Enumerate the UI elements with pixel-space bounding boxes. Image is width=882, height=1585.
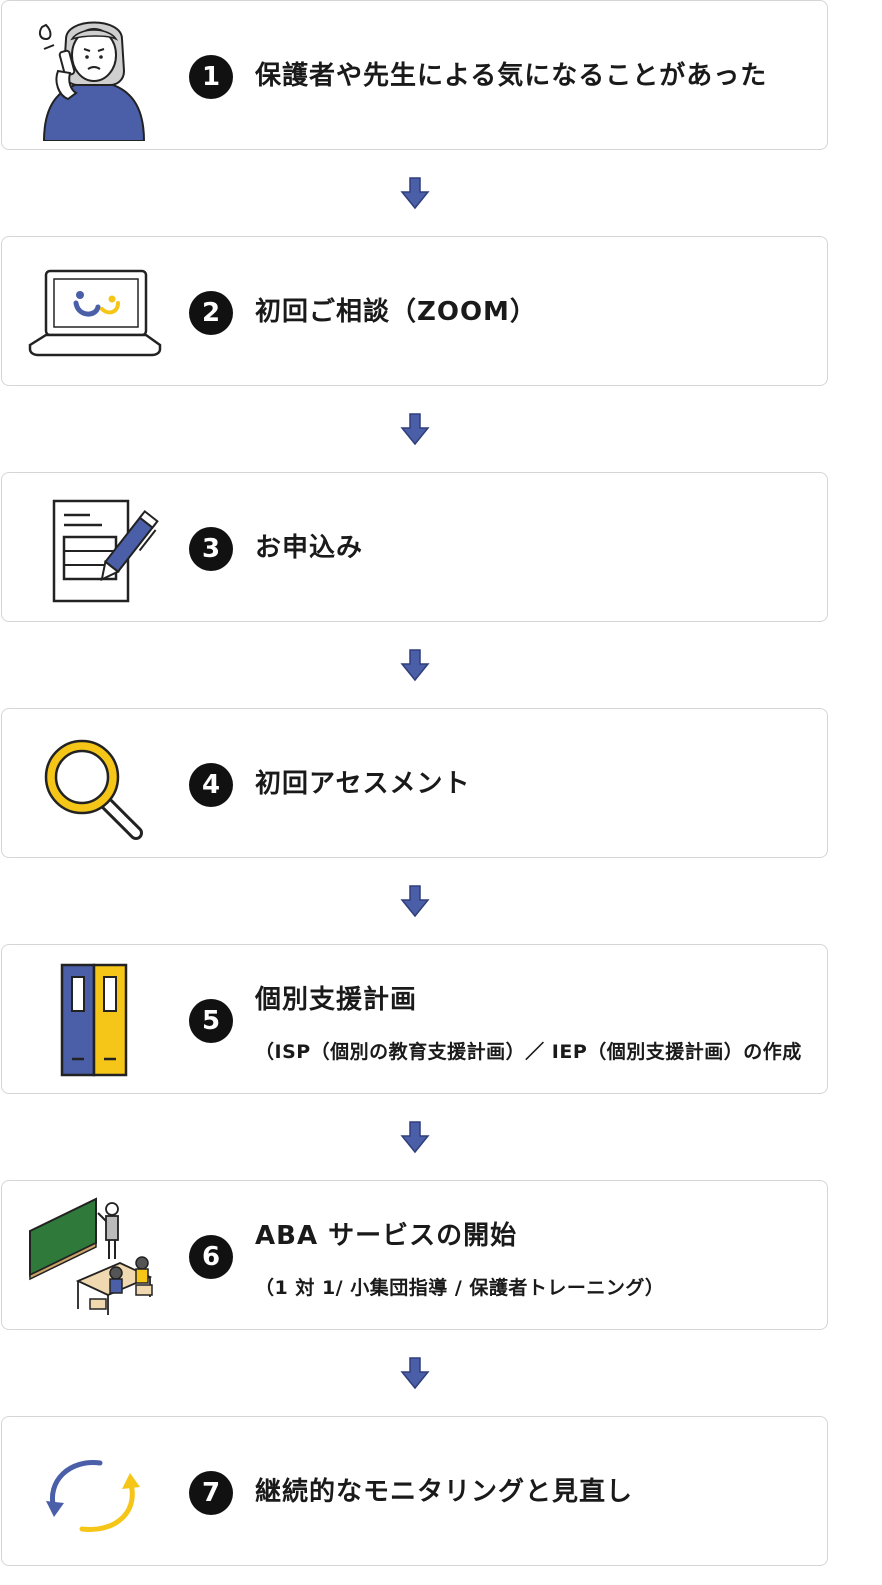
- step-number-badge: 4: [189, 763, 233, 807]
- down-arrow-icon: [400, 176, 430, 210]
- step-title: ABA サービスの開始: [255, 1221, 518, 1251]
- worried-parent-phone-icon: [24, 9, 164, 141]
- step-card-6: 6 ABA サービスの開始 （1 対 1/ 小集団指導 / 保護者トレーニング）: [1, 1180, 828, 1330]
- down-arrow-icon: [400, 412, 430, 446]
- step-subtitle: （1 対 1/ 小集団指導 / 保護者トレーニング）: [255, 1277, 665, 1299]
- step-card-5: 5 個別支援計画 （ISP（個別の教育支援計画）／ IEP（個別支援計画）の作成: [1, 944, 828, 1094]
- application-form-pen-icon: [24, 481, 164, 613]
- step-number-badge: 2: [189, 291, 233, 335]
- step-number-badge: 7: [189, 1471, 233, 1515]
- laptop-zoom-icon: [24, 245, 164, 377]
- down-arrow-icon: [400, 1120, 430, 1154]
- step-title: 初回ご相談（ZOOM）: [255, 297, 537, 327]
- step-title: お申込み: [255, 533, 364, 563]
- cycle-arrows-icon: [24, 1425, 164, 1557]
- step-subtitle: （ISP（個別の教育支援計画）／ IEP（個別支援計画）の作成: [255, 1041, 802, 1063]
- step-card-1: 1 保護者や先生による気になることがあった: [1, 0, 828, 150]
- classroom-icon: [24, 1189, 164, 1321]
- magnifying-glass-icon: [24, 717, 164, 849]
- step-title: 初回アセスメント: [255, 769, 471, 799]
- step-card-3: 3 お申込み: [1, 472, 828, 622]
- step-card-7: 7 継続的なモニタリングと見直し: [1, 1416, 828, 1566]
- step-title: 保護者や先生による気になることがあった: [255, 61, 768, 91]
- step-title: 個別支援計画: [255, 985, 418, 1015]
- step-card-2: 2 初回ご相談（ZOOM）: [1, 236, 828, 386]
- down-arrow-icon: [400, 1356, 430, 1390]
- down-arrow-icon: [400, 648, 430, 682]
- step-card-4: 4 初回アセスメント: [1, 708, 828, 858]
- binders-icon: [24, 953, 164, 1085]
- step-number-badge: 6: [189, 1235, 233, 1279]
- step-number-badge: 1: [189, 55, 233, 99]
- down-arrow-icon: [400, 884, 430, 918]
- step-title: 継続的なモニタリングと見直し: [255, 1477, 634, 1507]
- step-number-badge: 5: [189, 999, 233, 1043]
- step-number-badge: 3: [189, 527, 233, 571]
